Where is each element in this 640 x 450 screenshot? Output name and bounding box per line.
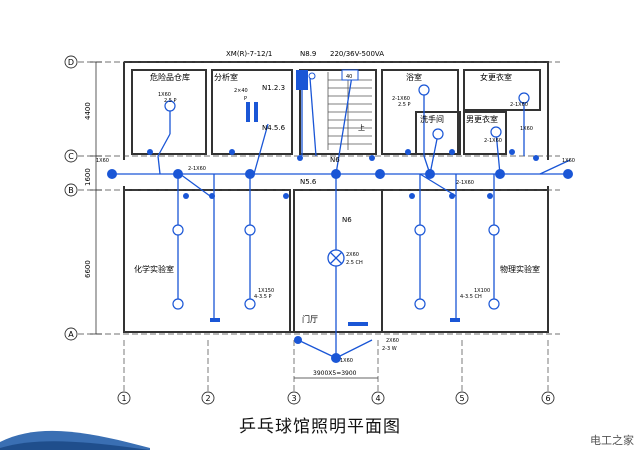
label-1x60b: 1X60 — [562, 158, 575, 164]
axis-1-bubble — [117, 391, 131, 405]
axis-6-bubble — [541, 391, 555, 405]
axis-1-label: 1 — [121, 394, 126, 403]
axis-2-label: 2 — [205, 394, 210, 403]
label-2-1x60c: 2-1X60 — [484, 138, 502, 144]
label-n89: N8.9 — [300, 50, 316, 58]
lamp-chem-4 — [244, 298, 256, 310]
room-women-label: 女更衣室 — [480, 72, 512, 82]
label-n56: N5.6 — [300, 178, 317, 186]
room-men-label: 男更衣室 — [466, 114, 498, 124]
room-women-wall — [463, 69, 541, 111]
axis-a-label: A — [68, 330, 74, 339]
lamp-phys-1 — [414, 224, 426, 236]
dim-bottom: 3900X5=3900 — [313, 370, 357, 377]
lamp-chem-3 — [244, 224, 256, 236]
room-chem-wall — [123, 189, 291, 333]
room-hazard-wall — [131, 69, 207, 155]
axis-5-label: 5 — [459, 394, 464, 403]
label-1x60c: 1X60 — [520, 126, 533, 132]
lamp-men — [490, 126, 502, 138]
label-2-1x60b: 2-1X60 — [456, 180, 474, 186]
label-2x40-top: 2×40 — [234, 88, 248, 94]
label-n6b: N6 — [342, 216, 352, 224]
label-panel: XM(R)-7-12/1 — [226, 50, 272, 58]
label-entry-bot: 2-3 W — [382, 346, 397, 352]
panel-node — [308, 72, 316, 80]
hall-wall — [293, 189, 383, 333]
axis-6-label: 6 — [545, 394, 550, 403]
lamp-phys-3 — [488, 224, 500, 236]
watermark: 电工之家 — [590, 434, 634, 447]
label-chem-bot: 4-3.5 P — [254, 294, 272, 300]
axis-c-bubble — [64, 149, 78, 163]
dim-6600: 6600 — [84, 260, 92, 278]
lamp-chem-1 — [172, 224, 184, 236]
label-n123: N1.2.3 — [262, 84, 285, 92]
room-bath-label: 浴室 — [406, 72, 422, 82]
axis-4-bubble — [371, 391, 385, 405]
label-hazard-top: 1X60 — [158, 92, 171, 98]
axis-b-label: B — [68, 186, 74, 195]
label-mid-top: 2X60 — [346, 252, 359, 258]
lamp-women — [518, 92, 530, 104]
stair-wall — [299, 69, 377, 155]
label-2x40-bot: P — [244, 96, 247, 102]
axis-4-label: 4 — [375, 394, 380, 403]
axis-3-label: 3 — [291, 394, 296, 403]
tube-chem — [210, 318, 220, 322]
room-wash-label: 洗手间 — [420, 114, 444, 124]
room-phys-label: 物理实验室 — [500, 264, 540, 274]
lamp-hazard — [164, 100, 176, 112]
distribution-panel — [296, 70, 308, 90]
label-phys-top: 1X100 — [474, 288, 490, 294]
label-2-1x60d: 2-1X60 — [510, 102, 528, 108]
axis-d-label: D — [68, 58, 74, 67]
axis-c-label: C — [68, 152, 74, 161]
room-analysis-wall — [211, 69, 293, 155]
room-phys-wall — [381, 189, 549, 333]
label-transformer: 220/36V-500VA — [330, 50, 384, 58]
label-mid-bot: 2.5 CH — [346, 260, 363, 266]
label-n6a: N6 — [330, 156, 340, 164]
transformer-box — [341, 69, 359, 81]
label-stair-up: 上 — [358, 123, 365, 132]
label-2-1x60a: 2-1X60 — [188, 166, 206, 172]
label-bath-bot: 2.5 P — [398, 102, 411, 108]
lamp-chem-2 — [172, 298, 184, 310]
axis-2-bubble — [201, 391, 215, 405]
label-1x60a: 1X60 — [96, 158, 109, 164]
tube-phys — [450, 318, 460, 322]
dim-1600: 1600 — [84, 168, 92, 186]
dim-4400: 4400 — [84, 102, 92, 120]
tube-analysis-2 — [254, 102, 258, 122]
axis-a-bubble — [64, 327, 78, 341]
lamp-wash — [432, 128, 444, 140]
axis-d-bubble — [64, 55, 78, 69]
label-1x60d: 1X60 — [340, 358, 353, 364]
label-n456: N4.5.6 — [262, 124, 286, 132]
lamp-phys-4 — [488, 298, 500, 310]
room-wash-wall — [415, 111, 461, 155]
label-phys-bot: 4-3.5 CH — [460, 294, 482, 300]
room-hall-label: 门厅 — [302, 314, 318, 324]
lamp-bath — [418, 84, 430, 96]
diagram-title: 乒乓球馆照明平面图 — [239, 417, 401, 437]
label-hazard-bot: 2.5 P — [164, 98, 177, 104]
axis-3-bubble — [287, 391, 301, 405]
room-hazard-label: 危险品仓库 — [150, 72, 190, 82]
tube-analysis — [246, 102, 250, 122]
room-chem-label: 化学实验室 — [134, 264, 174, 274]
label-bath-top: 2-1X60 — [392, 96, 410, 102]
tube-entry — [348, 322, 368, 326]
decorative-wave — [0, 430, 150, 450]
label-entry-top: 2X60 — [386, 338, 399, 344]
axis-5-bubble — [455, 391, 469, 405]
label-chem-top: 1X150 — [258, 288, 274, 294]
axis-b-bubble — [64, 183, 78, 197]
room-men-wall — [463, 111, 507, 155]
room-analysis-label: 分析室 — [214, 72, 238, 82]
label-40: 40 — [346, 74, 352, 80]
lamp-phys-2 — [414, 298, 426, 310]
